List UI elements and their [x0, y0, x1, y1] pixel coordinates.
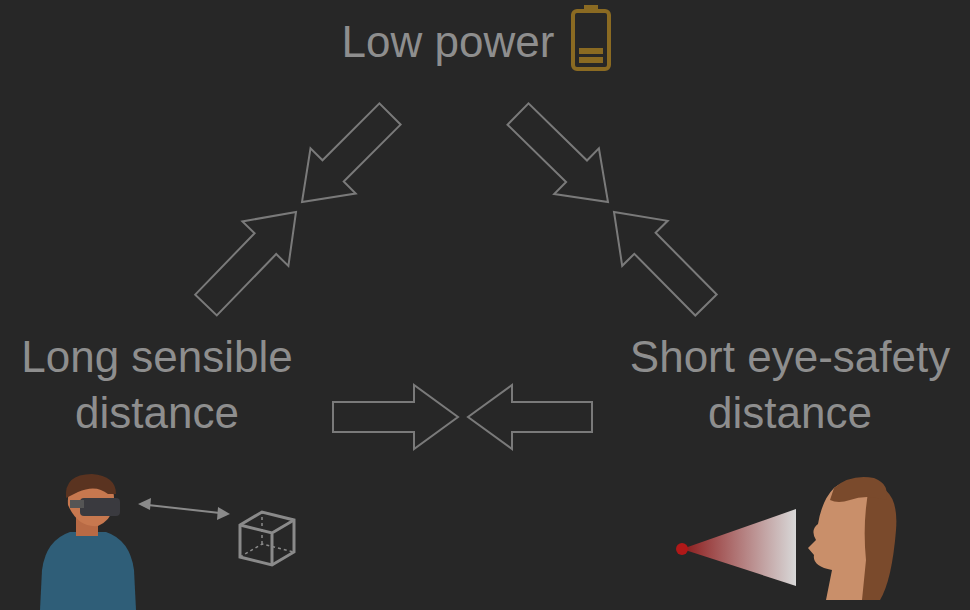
cube-icon [240, 512, 294, 565]
woman-head-figure [808, 477, 896, 600]
battery-icon [568, 4, 614, 72]
distance-label: Long sensible distance [0, 329, 317, 441]
laser-cone [676, 509, 796, 586]
node-text: Long sensible distance [0, 329, 317, 441]
block-arrow [195, 212, 296, 315]
block-arrow [333, 385, 458, 449]
power-label: Low power [268, 14, 628, 70]
distance-arrow [138, 498, 230, 520]
eye-safety-label: Short eye-safety distance [612, 329, 968, 441]
vr-user-figure [40, 474, 136, 610]
block-arrow [468, 385, 592, 449]
node-text: Low power [268, 14, 628, 70]
block-arrow [614, 212, 717, 316]
node-text: Short eye-safety distance [612, 329, 968, 441]
block-arrow [302, 103, 401, 202]
block-arrow [508, 103, 609, 202]
